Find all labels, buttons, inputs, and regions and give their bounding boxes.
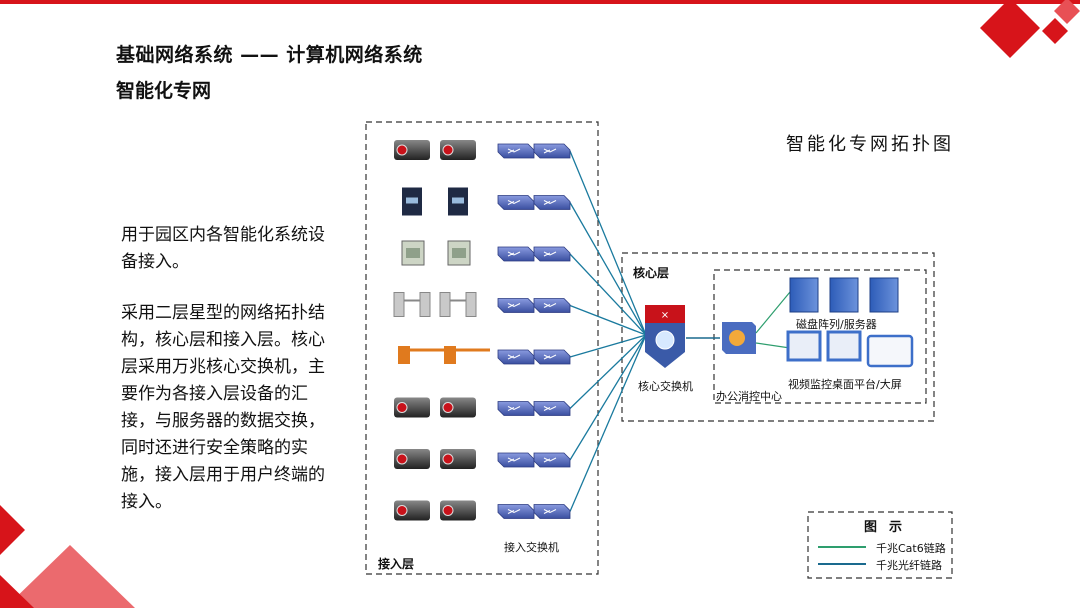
access-switch-icon bbox=[497, 298, 571, 313]
link-lines bbox=[569, 150, 647, 512]
access-uplink-line bbox=[569, 334, 647, 461]
access-uplink-line bbox=[569, 334, 647, 409]
access-row bbox=[398, 346, 571, 365]
description-paragraph: 采用二层星型的网络拓扑结构，核心层和接入层。核心层采用万兆核心交换机，主要作为各… bbox=[121, 303, 325, 512]
server-icons bbox=[789, 277, 899, 313]
access-switch-label: 接入交换机 bbox=[504, 541, 559, 554]
turnstile-icon bbox=[393, 292, 477, 317]
monitor-icons bbox=[786, 330, 914, 368]
diagram-title: 智能化专网拓扑图 bbox=[786, 134, 954, 155]
office-center-box bbox=[713, 269, 927, 404]
access-layer-box bbox=[365, 121, 599, 575]
diamond-shape-left bbox=[0, 505, 25, 555]
access-row bbox=[393, 292, 571, 317]
access-switch-icon bbox=[497, 349, 571, 365]
projector-icon bbox=[394, 140, 476, 160]
svg-text:⨯: ⨯ bbox=[661, 310, 669, 321]
access-row bbox=[394, 397, 571, 418]
access-uplink-line bbox=[569, 202, 647, 336]
access-row bbox=[402, 187, 571, 216]
legend-fiber-line bbox=[818, 563, 866, 565]
access-switch-icon bbox=[497, 246, 571, 262]
projector-icon bbox=[394, 397, 476, 418]
core-layer-box bbox=[621, 252, 935, 422]
monitor-label: 视频监控桌面平台/大屏 bbox=[788, 378, 902, 391]
storage-link-line bbox=[755, 291, 791, 334]
access-switch-icon bbox=[497, 195, 571, 210]
access-switch-icon bbox=[497, 143, 571, 159]
legend-title: 图示 bbox=[864, 520, 915, 535]
storage-label: 磁盘阵列/服务器 bbox=[796, 318, 877, 331]
access-row bbox=[394, 500, 571, 521]
access-rows bbox=[393, 140, 571, 521]
access-control-icon bbox=[402, 187, 468, 216]
core-switch-icon: ⨯ bbox=[645, 305, 685, 368]
diamond-shape-large bbox=[980, 0, 1040, 58]
page-title: 基础网络系统 —— 计算机网络系统 bbox=[116, 44, 423, 66]
office-center-label: 办公消控中心 bbox=[716, 390, 782, 403]
access-uplink-line bbox=[569, 334, 647, 512]
legend-fiber-label: 千兆光纤链路 bbox=[876, 559, 942, 572]
access-row bbox=[394, 449, 571, 469]
access-uplink-line bbox=[569, 334, 647, 358]
legend-box bbox=[807, 511, 953, 579]
access-layer-label: 接入层 bbox=[378, 557, 415, 571]
office-switch-icon bbox=[722, 322, 756, 354]
access-switch-icon bbox=[497, 504, 571, 519]
access-uplink-line bbox=[569, 253, 647, 336]
legend-cat6-line bbox=[818, 546, 866, 548]
intercom-icon bbox=[401, 240, 471, 266]
top-accent-bar bbox=[0, 0, 1080, 4]
barrier-gate-icon bbox=[398, 346, 490, 364]
access-switch-icon bbox=[497, 452, 571, 468]
core-layer-label: 核心层 bbox=[633, 266, 670, 280]
access-uplink-line bbox=[569, 304, 647, 336]
diamond-shape-small bbox=[1042, 18, 1068, 44]
access-row bbox=[401, 240, 571, 266]
triangle-shape-left bbox=[5, 545, 135, 608]
intro-paragraph: 用于园区内各智能化系统设备接入。 bbox=[121, 225, 325, 272]
diamond-shape-tiny bbox=[1054, 0, 1080, 24]
access-uplink-line bbox=[569, 150, 647, 336]
page-subtitle: 智能化专网 bbox=[116, 80, 212, 102]
monitor-link-line bbox=[755, 342, 791, 349]
access-switch-icon bbox=[497, 401, 571, 416]
access-row bbox=[394, 140, 571, 160]
projector-icon bbox=[394, 500, 476, 521]
core-switch-label: 核心交换机 bbox=[638, 380, 693, 393]
legend-cat6-label: 千兆Cat6链路 bbox=[876, 542, 946, 555]
triangle-shape-corner bbox=[0, 575, 34, 608]
projector-icon bbox=[394, 449, 476, 469]
